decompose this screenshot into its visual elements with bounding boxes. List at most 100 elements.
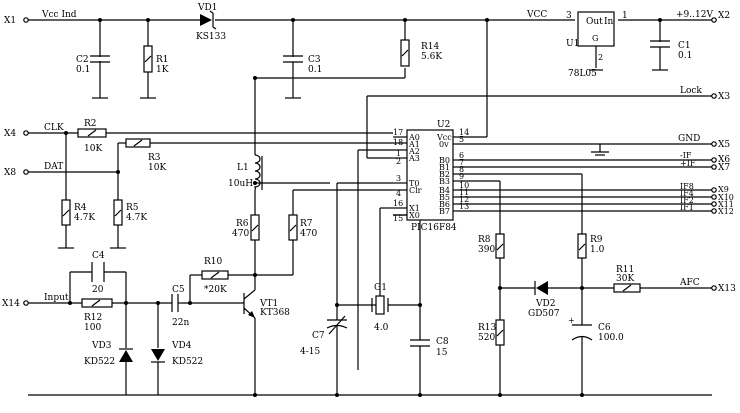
ground-symbol — [591, 151, 609, 156]
diode-vd2: VD2 GD507 — [528, 281, 560, 319]
c4-ref: C4 — [92, 251, 105, 261]
u2-value: PIC16F84 — [411, 223, 457, 233]
resistor-r9: R9 1.0 — [577, 233, 605, 259]
c7-ref: C7 — [312, 331, 325, 341]
r6-value: 470 — [232, 229, 249, 239]
r8-value: 390 — [478, 245, 495, 255]
u2-pinnum-1: 1 — [396, 149, 401, 158]
r13-ref: R13 — [478, 323, 497, 333]
r12-value: 100 — [84, 323, 101, 333]
u2-pin-b6: B6 — [439, 200, 450, 209]
u2-pin-0v: 0v — [439, 140, 449, 149]
capacitor-c4: C4 20 — [91, 251, 105, 295]
c5-value: 22n — [172, 318, 189, 328]
u2-pinnum-8: 8 — [459, 165, 464, 174]
u1-pin1: 1 — [622, 11, 628, 21]
r8-ref: R8 — [478, 235, 491, 245]
u2-pin-b1: B1 — [439, 163, 450, 172]
c8-ref: C8 — [436, 337, 449, 347]
u2-pinnum-18: 18 — [393, 138, 403, 147]
u2-pin-vcc: Vcc — [436, 133, 452, 142]
c1-ref: C1 — [678, 41, 691, 51]
junctions — [64, 18, 662, 397]
vd2-ref: VD2 — [535, 299, 555, 309]
vd1-value: KS133 — [196, 32, 226, 42]
transistor-vt1: VT1 KT368 — [243, 289, 290, 319]
resistor-r2: R2 10K — [77, 119, 107, 154]
capacitor-c3: C3 0.1 — [283, 55, 322, 99]
r1-ref: R1 — [156, 55, 169, 65]
u2-pin-clr: Clr — [409, 186, 422, 195]
c8-value: 15 — [436, 348, 448, 358]
u2-pinnum-16: 16 — [393, 199, 403, 208]
u2-pin-a1: A1 — [408, 140, 420, 149]
u2-pinnum-4: 4 — [396, 189, 401, 198]
vd2-value: GD507 — [528, 309, 560, 319]
u2-pinnum-10: 10 — [459, 181, 469, 190]
inductor-l1: L1 10uH — [228, 154, 263, 191]
resistor-r11: R11 30K — [613, 265, 641, 293]
terminal-x14: X14 — [2, 299, 20, 309]
net-if2: IF2 — [680, 196, 694, 205]
r7-value: 470 — [300, 229, 317, 239]
terminal-x7: X7 — [718, 163, 730, 173]
u1-value: 78L05 — [568, 69, 597, 79]
r14-ref: R14 — [421, 42, 440, 52]
r5-value: 4.7K — [126, 213, 147, 223]
r4-ref: R4 — [74, 203, 87, 213]
u2-pinnum-17: 17 — [393, 128, 403, 137]
g1-value: 4.0 — [374, 323, 389, 333]
diode-vd1: VD1 KS133 — [196, 3, 226, 42]
resistor-r5: R5 4.7K — [110, 199, 147, 249]
capacitor-c1: C1 0.1 — [650, 40, 692, 71]
terminal-x6: X6 — [718, 155, 730, 165]
resistor-r6: R6 470 — [232, 214, 260, 241]
terminal-x11: X11 — [718, 200, 734, 209]
u2-pin-b2: B2 — [439, 170, 450, 179]
u2-pin-a0: A0 — [408, 133, 420, 142]
net-if4: IF4 — [680, 189, 694, 198]
c2-ref: C2 — [76, 55, 89, 65]
u2-pin-b4: B4 — [439, 186, 450, 195]
net-supply: +9..12V — [676, 10, 713, 20]
terminal-x5: X5 — [718, 140, 730, 150]
net-if1: IF1 — [680, 203, 694, 212]
r14-value: 5.6K — [421, 52, 442, 62]
terminal-x1: X1 — [4, 16, 16, 26]
u1-pin2: 2 — [598, 53, 603, 62]
net-if8: IF8 — [680, 182, 694, 191]
u2-pinnum-14: 14 — [459, 128, 469, 137]
u2-pinnum-15: 15 — [393, 214, 403, 223]
net-plus-if: +IF — [680, 159, 696, 168]
capacitor-c7: C7 4-15 — [300, 310, 348, 357]
u2-pin-b7: B7 — [439, 207, 450, 216]
r2-value: 10K — [84, 144, 102, 154]
resistor-r12: R12 100 — [81, 298, 113, 333]
u1-label-g: G — [592, 34, 598, 43]
r12-ref: R12 — [84, 313, 102, 323]
terminal-x2: X2 — [718, 11, 730, 21]
net-vcc: VCC — [526, 10, 547, 20]
r7-ref: R7 — [300, 219, 313, 229]
crystal-g1: G1 4.0 — [371, 283, 389, 333]
c3-ref: C3 — [308, 55, 321, 65]
resistor-r13: R13 520 — [478, 319, 505, 346]
u2-pin-a3: A3 — [408, 154, 420, 163]
net-labels: Vcc Ind VCC +9..12V Lock GND CLK DAT Inp… — [41, 10, 713, 303]
terminal-x9: X9 — [718, 185, 729, 194]
capacitor-c5: C5 22n — [168, 285, 189, 328]
terminal-x3: X3 — [718, 92, 730, 102]
regulator-u1: Out In G 3 1 2 U1 78L05 — [566, 11, 628, 79]
r13-value: 520 — [478, 333, 495, 343]
net-lock: Lock — [680, 86, 702, 96]
u2-pinnum-9: 9 — [459, 172, 464, 181]
u2-pin-b0: B0 — [439, 156, 450, 165]
r1-value: 1K — [156, 65, 169, 75]
u2-pinnum-6: 6 — [459, 151, 464, 160]
net-gnd: GND — [678, 134, 700, 144]
u2-pinnum-5: 5 — [459, 135, 464, 144]
resistor-r10: R10 *20K — [201, 257, 229, 295]
r9-ref: R9 — [590, 235, 603, 245]
c3-value: 0.1 — [308, 65, 322, 75]
